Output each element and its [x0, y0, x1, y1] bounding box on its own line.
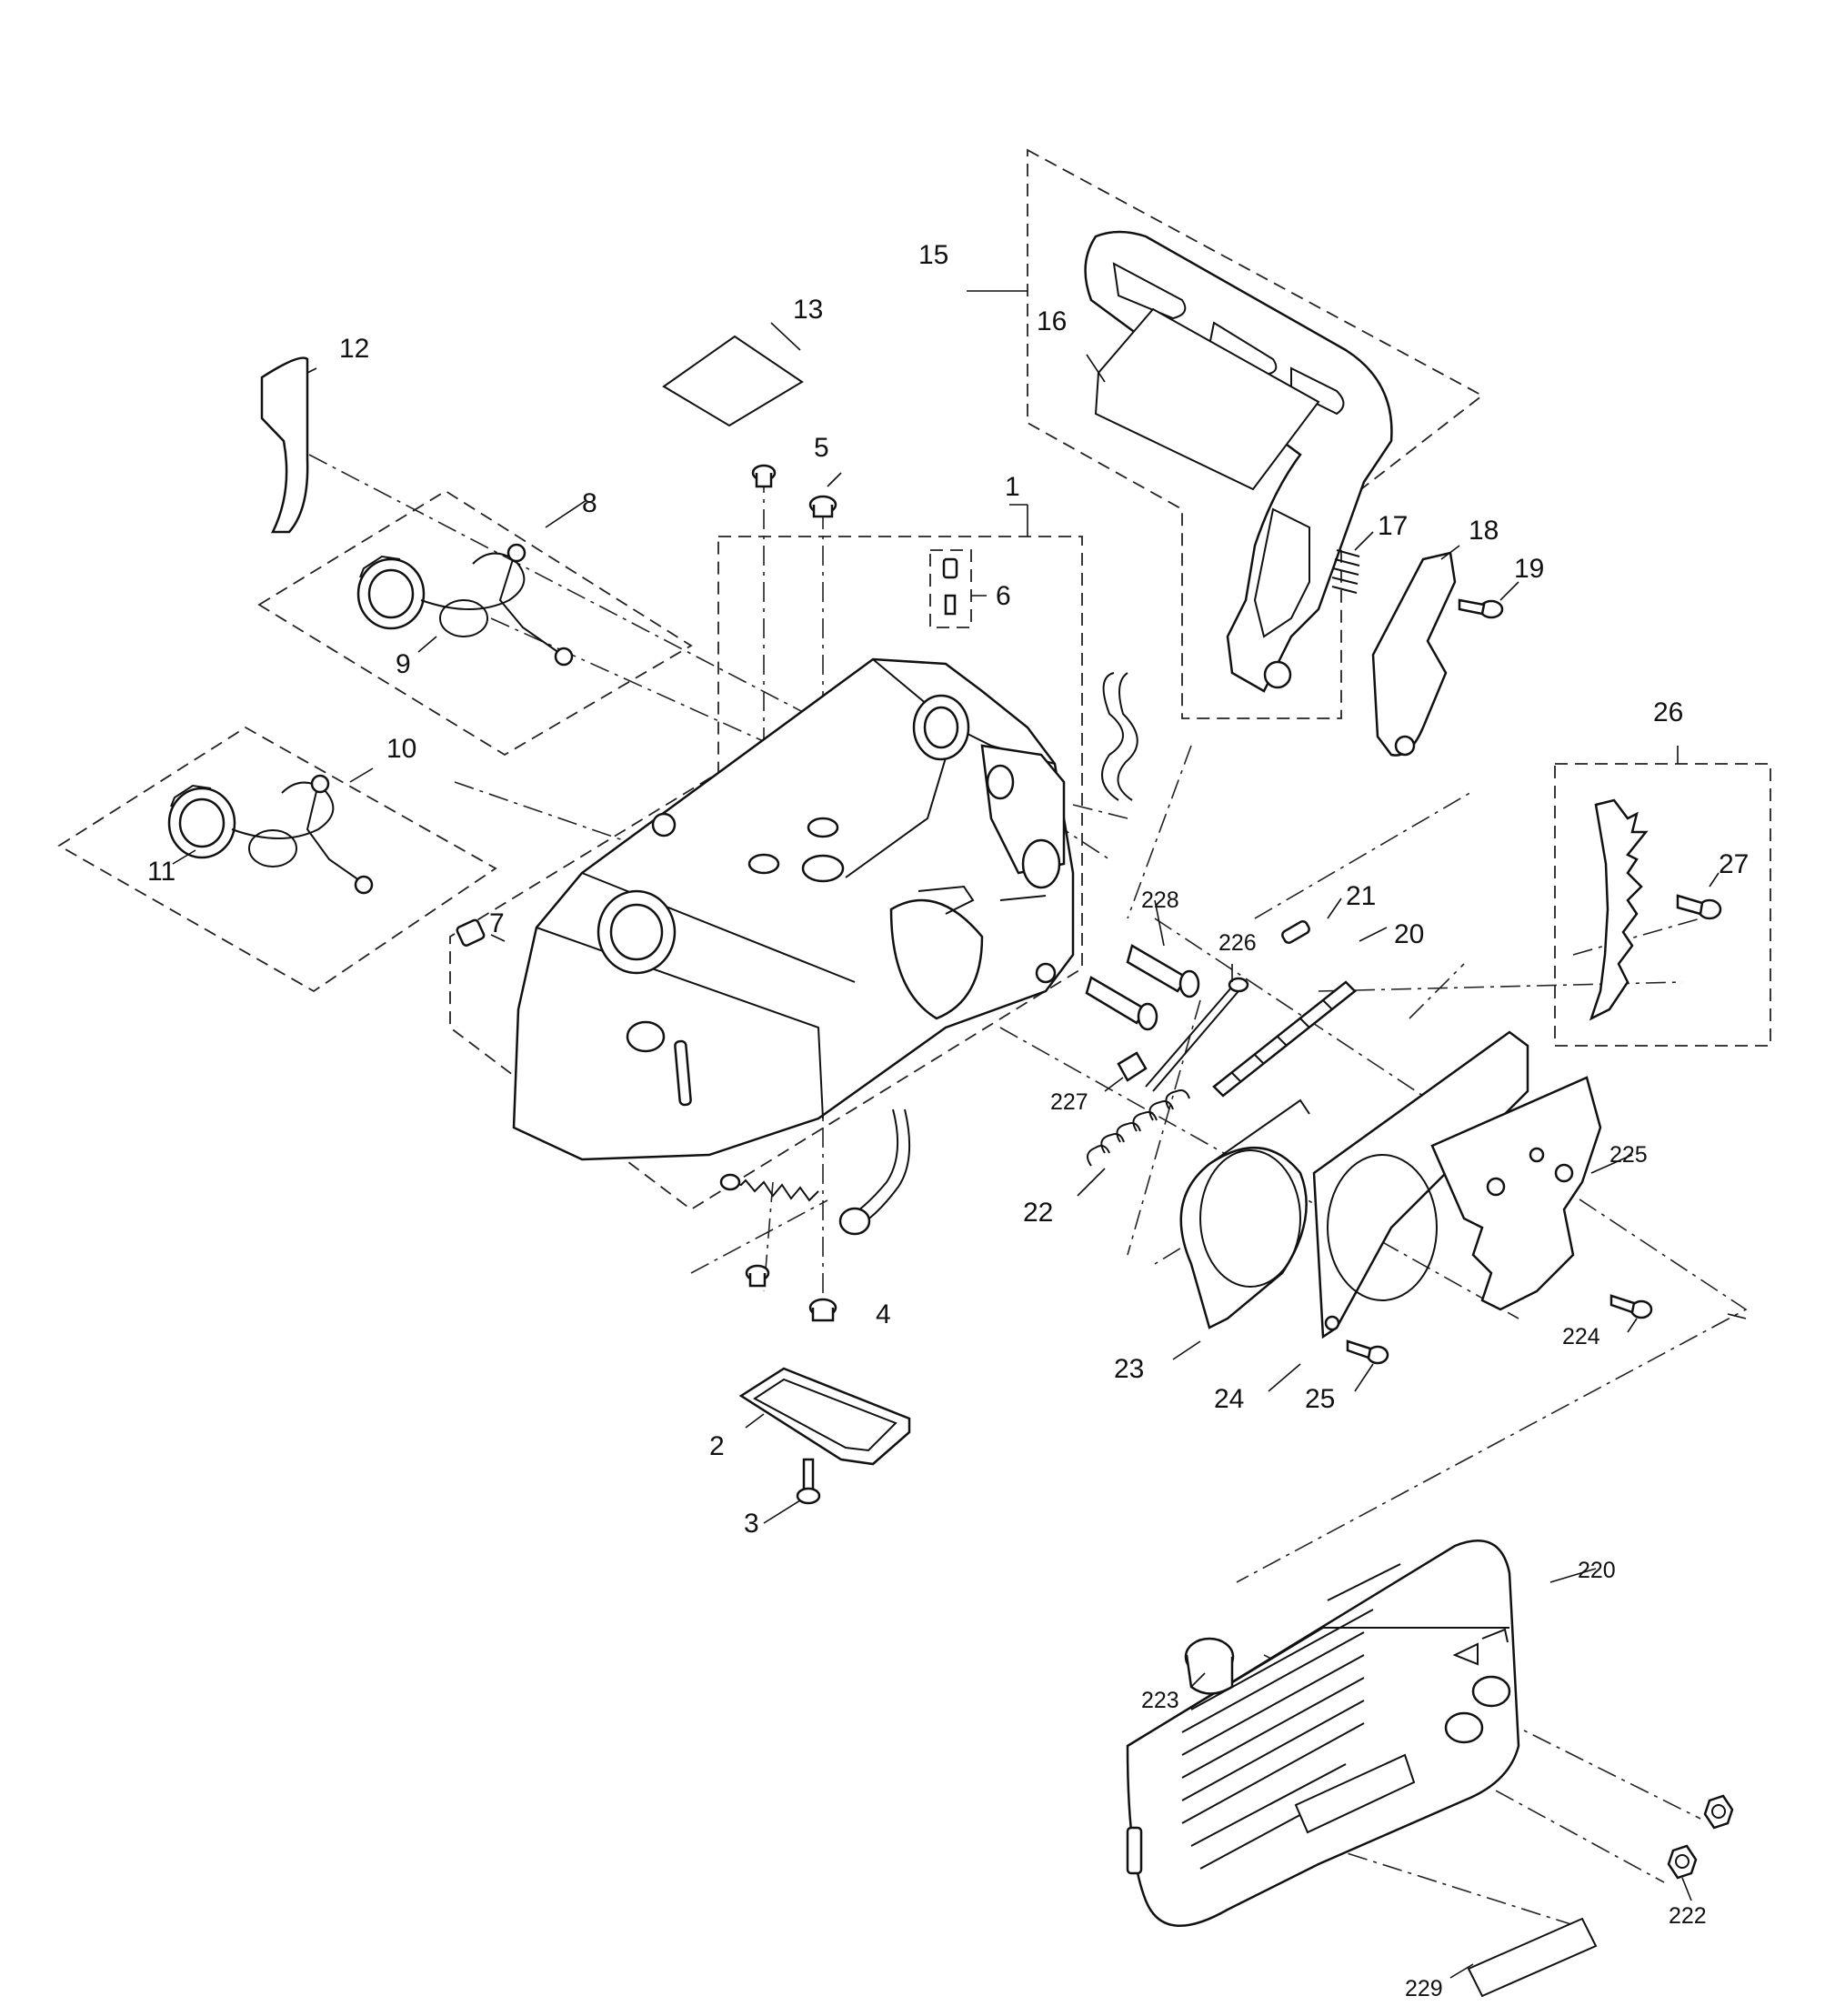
label-11: 11 [147, 857, 175, 887]
label-20: 20 [1394, 919, 1424, 949]
part-20-chain [1212, 980, 1357, 1098]
group-frame-6 [929, 549, 972, 628]
leader-lines [172, 290, 1747, 1979]
label-220: 220 [1578, 1558, 1616, 1583]
part-226-adjust-screw [1145, 977, 1249, 1092]
oil-hose-upper [1101, 672, 1138, 801]
part-222-nuts [1667, 1794, 1734, 1880]
part-12-side-plate [260, 356, 309, 534]
label-17: 17 [1378, 511, 1408, 541]
part-227-nut [1117, 1051, 1148, 1082]
part-27-screw [1676, 894, 1722, 920]
part-2-bottom-plate-rim [753, 1378, 897, 1452]
label-10: 10 [386, 734, 416, 764]
part-7-pin [456, 918, 486, 947]
oil-filter [838, 1207, 871, 1236]
part-19-screw [1458, 598, 1504, 619]
part-22-spring [1087, 1089, 1190, 1167]
label-229: 229 [1405, 1976, 1443, 2001]
label-24: 24 [1214, 1384, 1244, 1414]
label-16: 16 [1037, 306, 1067, 336]
label-222: 222 [1669, 1903, 1707, 1929]
part-2-bottom-plate [738, 1367, 911, 1466]
label-228: 228 [1141, 888, 1179, 913]
label-227: 227 [1050, 1089, 1088, 1115]
part-229-decal [1467, 1917, 1598, 1998]
label-21: 21 [1346, 881, 1376, 911]
part-220-sprocket-cover [1126, 1540, 1520, 1928]
group-frame-10 [57, 726, 497, 993]
part-18-hole [1394, 735, 1416, 757]
label-22: 22 [1023, 1198, 1053, 1228]
label-15: 15 [918, 240, 948, 270]
label-23: 23 [1114, 1354, 1144, 1384]
label-225: 225 [1609, 1142, 1648, 1168]
label-8: 8 [582, 488, 597, 518]
label-2: 2 [709, 1431, 725, 1461]
label-226: 226 [1218, 930, 1257, 956]
part-6-pin [942, 557, 958, 616]
part-20-chain-links [1231, 999, 1333, 1083]
part-18-brake-plate [1371, 551, 1457, 757]
label-19: 19 [1514, 554, 1544, 584]
part-13-decal [662, 335, 804, 427]
label-9: 9 [396, 649, 411, 679]
part-16-decal [1094, 307, 1320, 491]
part-1-housing [512, 657, 1075, 1161]
part-26-spike-bumper [1589, 798, 1649, 1021]
label-3: 3 [744, 1509, 759, 1539]
part-228-stud [1126, 944, 1200, 998]
part-3-screw [796, 1458, 821, 1505]
label-5: 5 [814, 433, 829, 463]
part-grommets [745, 464, 837, 1322]
label-1: 1 [1005, 472, 1020, 502]
label-7: 7 [489, 908, 505, 938]
part-21-pin [1281, 920, 1310, 944]
part-224-screw [1609, 1294, 1653, 1319]
label-223: 223 [1141, 1688, 1179, 1713]
label-6: 6 [996, 581, 1011, 611]
part-225-guide-plate [1430, 1076, 1602, 1311]
group-frame-26 [1554, 763, 1771, 1047]
label-224: 224 [1562, 1324, 1600, 1349]
label-12: 12 [339, 334, 369, 364]
label-25: 25 [1305, 1384, 1335, 1414]
group-frame-15 [1027, 148, 1484, 719]
part-25-screw [1346, 1339, 1389, 1365]
part-10-cap-assembly [167, 774, 374, 895]
label-13: 13 [793, 295, 823, 325]
part-223-bushing [1184, 1637, 1235, 1695]
label-4: 4 [876, 1299, 891, 1329]
part-stud-2 [1085, 976, 1158, 1031]
label-18: 18 [1469, 516, 1499, 546]
part-23-brake-band [1179, 1098, 1310, 1329]
part-17-spring [1331, 549, 1360, 594]
filter-cap [719, 1173, 741, 1191]
filter-spring [727, 1179, 819, 1202]
label-26: 26 [1653, 697, 1683, 727]
label-27: 27 [1719, 849, 1749, 879]
part-8-cap-assembly [356, 543, 574, 667]
group-frame-8 [257, 489, 693, 757]
